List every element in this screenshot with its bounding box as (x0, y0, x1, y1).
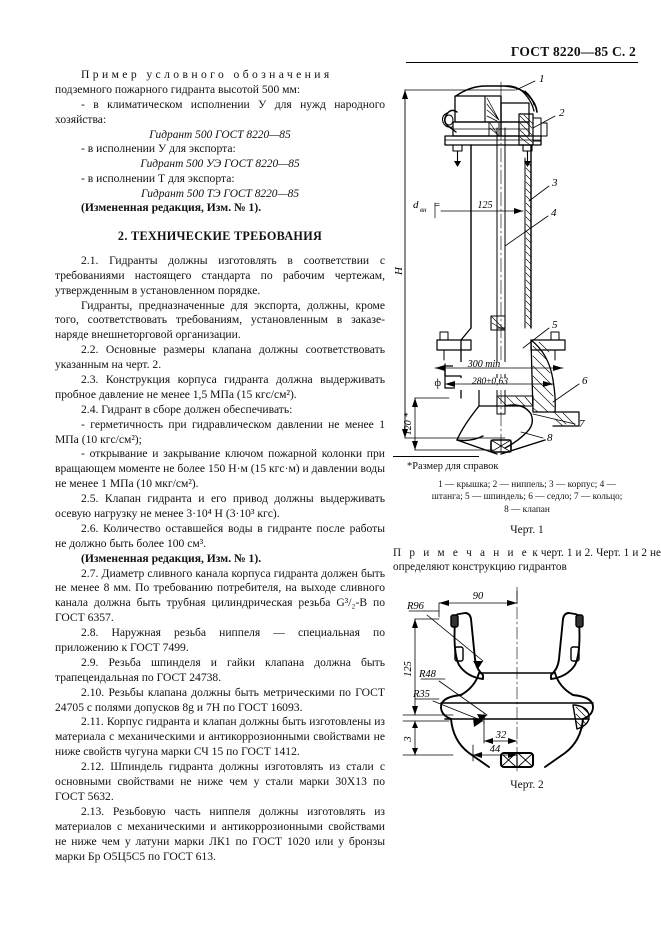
callout-6: 6 (582, 375, 588, 387)
clause-2-11: 2.11. Корпус гидранта и клапан должны бы… (55, 715, 385, 759)
intro-rest: подземного пожарного гидранта высотой 50… (55, 82, 301, 96)
clause-2-5: 2.5. Клапан гидранта и его привод должны… (55, 492, 385, 521)
page-header: ГОСТ 8220—85 С. 2 (406, 44, 636, 60)
dim-label-120: 120 * (403, 413, 414, 436)
clause-2-9: 2.9. Резьба шпинделя и гайки клапана дол… (55, 655, 385, 684)
intro-item-3: - в исполнении Т для экспорта: (81, 171, 235, 185)
clause-2-8: 2.8. Наружная резьба ниппеля — специальн… (55, 626, 385, 655)
amendment-note-2: (Измененная редакция, Изм. № 1). (81, 551, 262, 565)
note-label: П р и м е ч а н и е (393, 546, 530, 559)
callout-4: 4 (551, 207, 557, 219)
figure-2-caption: Черт. 2 (510, 778, 544, 791)
dim-label-H: H (393, 266, 405, 276)
dim-label-d-inner: d (413, 199, 419, 211)
clause-2-7: 2.7. Диаметр сливного канала корпуса гид… (55, 566, 385, 625)
legend-line-2: штанга; 5 — шпиндель; 6 — седло; 7 — кол… (431, 492, 623, 503)
dim-label-44: 44 (490, 744, 501, 755)
clause-2-13: 2.13. Резьбовую часть ниппеля должны изг… (55, 804, 385, 863)
callout-2: 2 (559, 107, 565, 119)
clause-2-3: 2.3. Конструкция корпуса гидранта должна… (55, 373, 385, 401)
figure-1-caption: Черт. 1 (510, 523, 544, 536)
clause-2-4: 2.4. Гидрант в сборе должен обеспечивать… (81, 402, 293, 416)
figures-note: П р и м е ч а н и е к черт. 1 и 2. Черт.… (393, 546, 661, 575)
intro-paragraph: Пример условного обозначения подземного … (55, 68, 385, 98)
body-text-column: Пример условного обозначения подземного … (55, 68, 385, 864)
dim-label-300min: 300 min (467, 359, 501, 370)
clause-2-2: 2.2. Основные размеры клапана должны соо… (55, 343, 385, 372)
figure-1-footnote: *Размер для справок (407, 461, 499, 472)
note-ref: к черт. 1 и 2. (532, 546, 593, 559)
intro-item-1: - в климатическом исполнении У для нужд … (55, 97, 385, 126)
callout-3: 3 (551, 177, 558, 189)
clause-2-12: 2.12. Шпиндель гидранта должны изготовля… (55, 760, 385, 803)
header-rule (406, 62, 638, 63)
intro-item-2: - в исполнении У для экспорта: (81, 142, 236, 156)
dim-label-90: 90 (473, 591, 484, 602)
clause-2-1: 2.1. Гидранты должны изготовлять в соотв… (55, 253, 385, 297)
figure-1-svg: H (393, 73, 588, 455)
dim-label-280: 280±0,63 (472, 377, 508, 387)
callout-1: 1 (539, 73, 545, 85)
clause-2-1-extra: Гидранты, предназначенные для экспорта, … (55, 298, 385, 342)
dim-label-R35: R35 (412, 689, 430, 700)
callout-7: 7 (579, 418, 585, 430)
dim-label-d-inner-sub: вн (420, 206, 427, 214)
dim-label-125: 125 (478, 200, 493, 211)
figure-1-hydrant-drawing: H (393, 66, 661, 456)
dim-label-125: 125 (403, 661, 414, 677)
clause-2-4-item-1: - герметичность при гидравлическом давле… (55, 417, 385, 446)
dim-label-32: 32 (495, 730, 507, 741)
intro-spaced-lead: Пример условного обозначения (81, 68, 333, 81)
clause-2-10: 2.10. Резьбы клапана должны быть метриче… (55, 685, 385, 714)
dim-label-equals: = (434, 199, 440, 211)
dim-label-R48: R48 (418, 669, 437, 680)
legend-line-1: 1 — крышка; 2 — ниппель; 3 — корпус; 4 — (438, 480, 616, 490)
figure-2-svg: 90 R96 125 (402, 586, 594, 772)
figure-2-valve-drawing: 90 R96 125 (393, 585, 661, 775)
dim-label-diameter-symbol: ф (435, 378, 442, 389)
clause-2-4-item-2: - открывание и закрывание ключом пожарно… (55, 447, 385, 491)
section-heading-technical-requirements: 2. ТЕХНИЧЕСКИЕ ТРЕБОВАНИЯ (117, 229, 323, 244)
callout-8: 8 (547, 432, 553, 444)
designation-3: Гидрант 500 ТЭ ГОСТ 8220—85 (140, 187, 300, 200)
figures-column: H (393, 66, 661, 791)
figure-1-legend: 1 — крышка; 2 — ниппель; 3 — корпус; 4 —… (393, 479, 661, 516)
dim-label-R96: R96 (406, 601, 425, 612)
note-body: Черт. 1 и 2 не определяют конструкцию ги… (393, 546, 661, 574)
designation-1: Гидрант 500 ГОСТ 8220—85 (149, 128, 291, 141)
amendment-note-1: (Измененная редакция, Изм. № 1). (81, 201, 262, 215)
designation-2: Гидрант 500 УЭ ГОСТ 8220—85 (140, 158, 300, 171)
footnote-rule (393, 456, 479, 457)
page-header-title: ГОСТ 8220—85 С. 2 (510, 44, 636, 59)
dim-label-3: 3 (403, 736, 414, 742)
callout-5: 5 (552, 319, 558, 331)
clause-2-6: 2.6. Количество оставшейся воды в гидран… (55, 521, 385, 550)
legend-line-3: 8 — клапан (504, 504, 550, 515)
